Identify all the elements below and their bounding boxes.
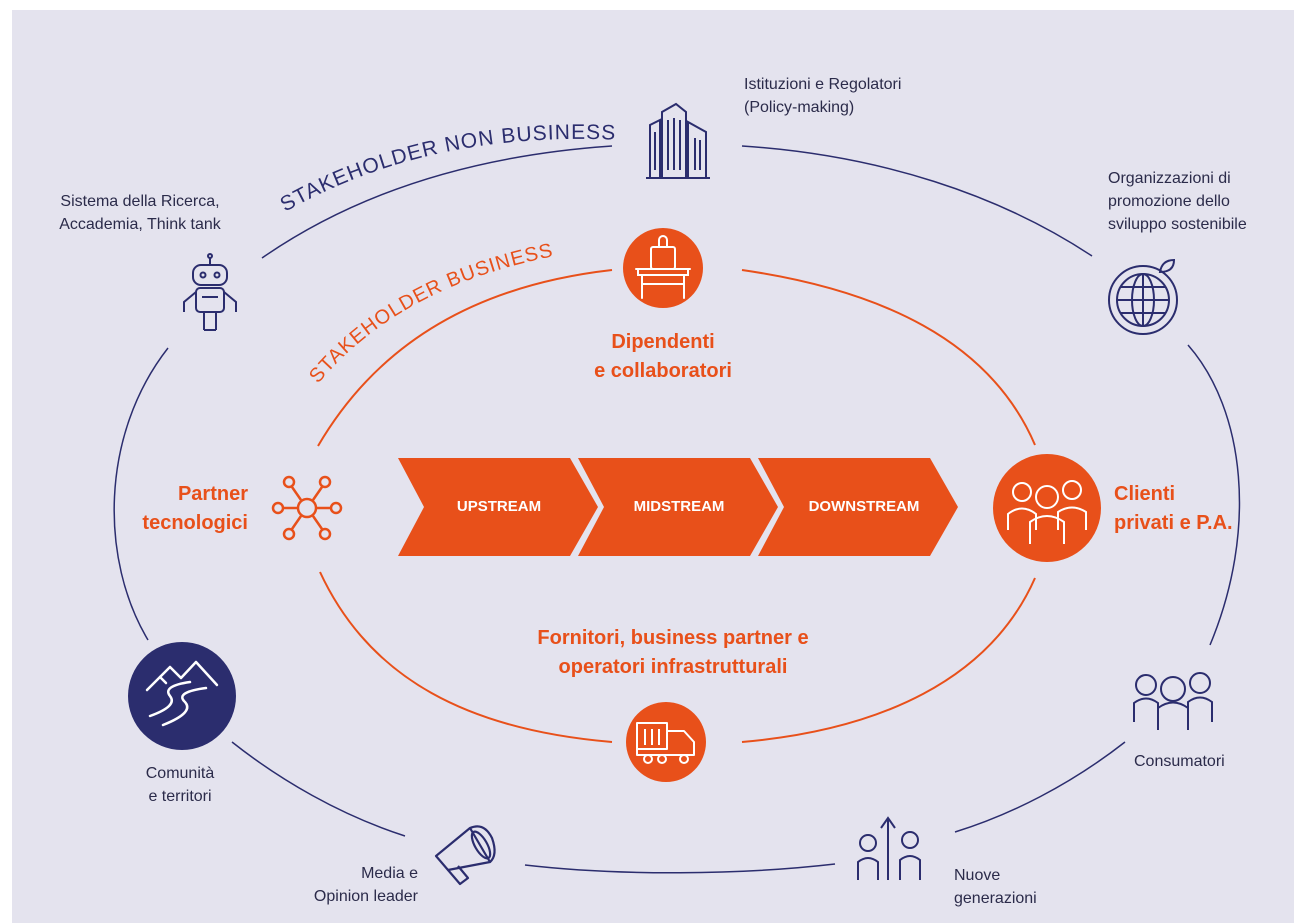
nuove-generazioni-line1: Nuove [954,867,1001,884]
midstream-chevron [578,458,778,556]
organizzazioni-line3: sviluppo sostenibile [1108,216,1247,233]
upstream-label: UPSTREAM [456,498,542,515]
comunita-line2: e territori [148,788,212,805]
istituzioni-line2: (Policy-making) [744,99,855,116]
midstream-label: MIDSTREAM [633,498,725,515]
business-ring-label: STAKEHOLDER BUSINESS [305,239,555,387]
organizzazioni-label: Organizzazioni di promozione dello svilu… [1108,167,1247,236]
nuove-generazioni-label: Nuove generazioni [954,864,1037,910]
buildings-icon [646,102,710,179]
media-label: Media e Opinion leader [270,862,418,908]
upstream-chevron [398,458,598,556]
robot-icon [183,253,237,331]
downstream-chevron [758,458,958,556]
dipendenti-line1: Dipendenti [611,331,715,353]
megaphone-icon [434,825,496,886]
fornitori-line1: Fornitori, business partner e [537,627,809,649]
consumatori-line1: Consumatori [1134,753,1225,770]
ricerca-label: Sistema della Ricerca, Accademia, Think … [30,190,250,236]
desk-laptop-icon [635,235,691,299]
fornitori-label: Fornitori, business partner e operatori … [493,624,853,682]
consumers-icon [1133,672,1213,730]
clienti-line1: Clienti [1114,483,1176,505]
dipendenti-label: Dipendenti e collaboratori [563,328,763,386]
globe-leaf-icon [1108,258,1178,335]
istituzioni-label: Istituzioni e Regolatori (Policy-making) [744,73,901,119]
media-line2: Opinion leader [313,888,418,905]
non-business-ring-label: STAKEHOLDER NON BUSINESS [276,121,616,216]
comunita-label: Comunità e territori [110,762,250,808]
nuove-generazioni-line2: generazioni [954,890,1037,907]
comunita-line1: Comunità [145,765,215,782]
network-hub-icon [271,475,343,541]
clienti-line2: privati e P.A. [1114,512,1233,534]
fornitori-line2: operatori infrastrutturali [558,656,788,678]
dipendenti-line2: e collaboratori [594,360,732,382]
outer-ring [113,145,1241,874]
truck-icon [636,722,695,764]
consumatori-label: Consumatori [1134,750,1225,773]
inner-ring [317,269,1036,743]
youth-growth-icon [857,816,921,880]
clients-group-icon [1007,480,1087,544]
value-chain [398,458,958,556]
organizzazioni-line1: Organizzazioni di [1108,170,1231,187]
partner-line2: tecnologici [142,512,248,534]
organizzazioni-line2: promozione dello [1108,193,1230,210]
partner-line1: Partner [177,483,248,505]
istituzioni-line1: Istituzioni e Regolatori [744,76,902,93]
media-line1: Media e [361,865,418,882]
partner-label: Partner tecnologici [130,480,248,538]
ricerca-line2: Accademia, Think tank [59,216,221,233]
mountains-icon [145,660,219,727]
ricerca-line1: Sistema della Ricerca, [60,193,220,210]
clienti-label: Clienti privati e P.A. [1114,480,1284,538]
downstream-label: DOWNSTREAM [808,498,920,515]
